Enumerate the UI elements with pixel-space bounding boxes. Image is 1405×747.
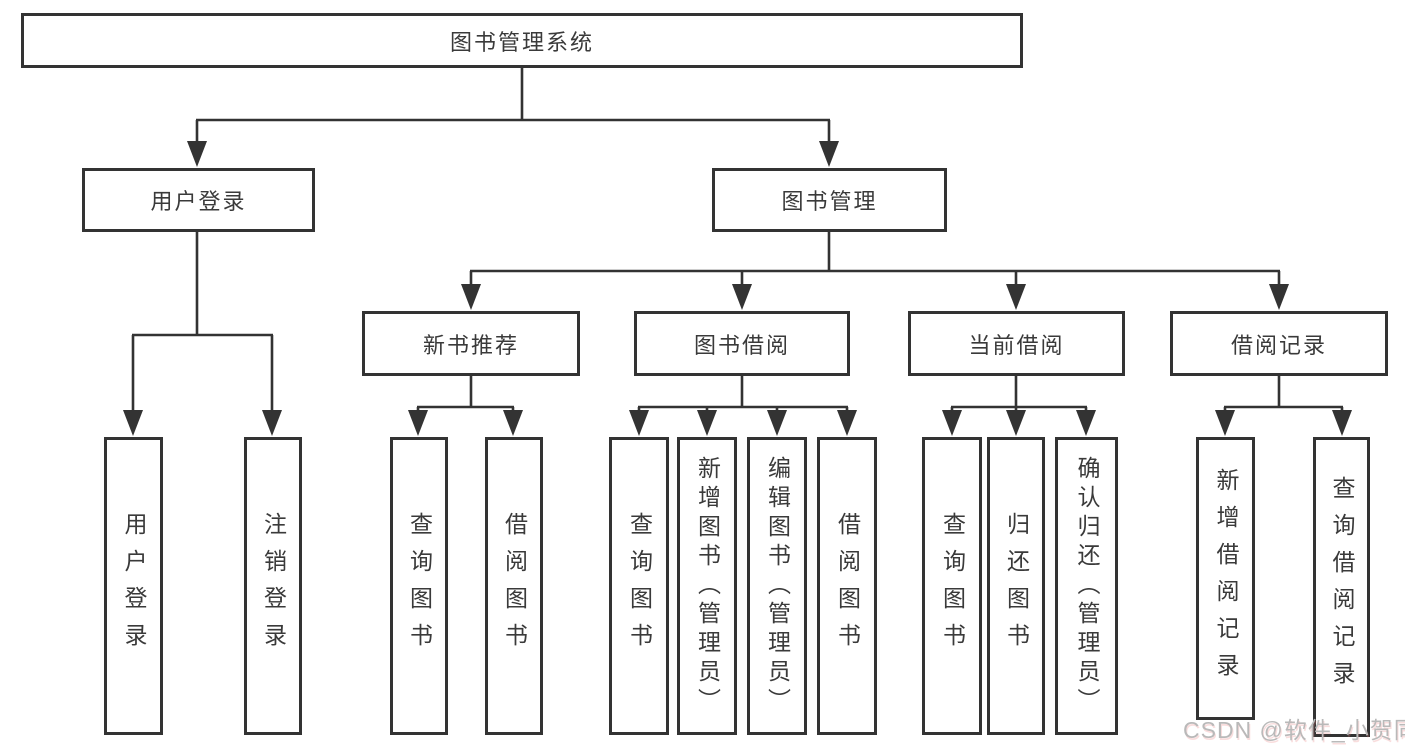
arrowheads: [123, 141, 1352, 436]
leaf-query-book-current: 查询图书: [922, 437, 982, 735]
node-current-borrow-label: 当前借阅: [968, 332, 1065, 358]
node-borrow-records: 借阅记录: [1170, 311, 1388, 376]
leaf-query-book-borrow-label: 查询图书: [626, 512, 653, 660]
node-book-management-label: 图书管理: [781, 189, 878, 214]
node-current-borrow: 当前借阅: [908, 311, 1125, 376]
leaf-edit-book-admin: 编辑图书（管理员）: [747, 437, 807, 735]
leaf-edit-book-admin-label: 编辑图书（管理员）: [764, 455, 791, 717]
leaf-query-book-current-label: 查询图书: [939, 512, 966, 660]
node-library-system: 图书管理系统: [21, 13, 1023, 68]
leaf-logout-login: 注销登录: [244, 437, 302, 735]
leaf-query-borrow-record: 查询借阅记录: [1313, 437, 1370, 737]
node-library-system-label: 图书管理系统: [449, 29, 594, 55]
leaf-borrow-book: 借阅图书: [817, 437, 877, 735]
leaf-add-book-admin: 新增图书（管理员）: [677, 437, 737, 735]
leaf-confirm-return-admin-label: 确认归还（管理员）: [1074, 455, 1100, 717]
node-user-login-label: 用户登录: [150, 189, 247, 214]
leaf-borrow-book-label: 借阅图书: [834, 512, 861, 660]
node-borrow-records-label: 借阅记录: [1230, 332, 1327, 358]
leaf-query-book-recommend: 查询图书: [390, 437, 448, 735]
leaf-user-login-label: 用户登录: [121, 512, 147, 660]
csdn-watermark: CSDN @软件_小贺同学: [1183, 717, 1405, 743]
leaf-return-book-label: 归还图书: [1003, 512, 1030, 660]
node-new-book-recommend-label: 新书推荐: [422, 332, 519, 358]
node-user-login: 用户登录: [82, 168, 315, 232]
leaf-query-book-borrow: 查询图书: [609, 437, 669, 735]
node-new-book-recommend: 新书推荐: [362, 311, 580, 376]
leaf-return-book: 归还图书: [987, 437, 1045, 735]
leaf-query-book-recommend-label: 查询图书: [406, 512, 433, 660]
leaf-borrow-book-recommend: 借阅图书: [485, 437, 543, 735]
node-book-management: 图书管理: [712, 168, 947, 232]
leaf-logout-login-label: 注销登录: [260, 512, 287, 660]
node-book-borrow: 图书借阅: [634, 311, 850, 376]
leaf-user-login: 用户登录: [104, 437, 163, 735]
leaf-add-book-admin-label: 新增图书（管理员）: [694, 455, 721, 717]
node-book-borrow-label: 图书借阅: [693, 332, 790, 358]
leaf-add-borrow-record: 新增借阅记录: [1196, 437, 1255, 720]
leaf-borrow-book-recommend-label: 借阅图书: [501, 512, 528, 660]
leaf-query-borrow-record-label: 查询借阅记录: [1329, 476, 1355, 698]
leaf-confirm-return-admin: 确认归还（管理员）: [1055, 437, 1118, 735]
leaf-add-borrow-record-label: 新增借阅记录: [1213, 467, 1239, 690]
